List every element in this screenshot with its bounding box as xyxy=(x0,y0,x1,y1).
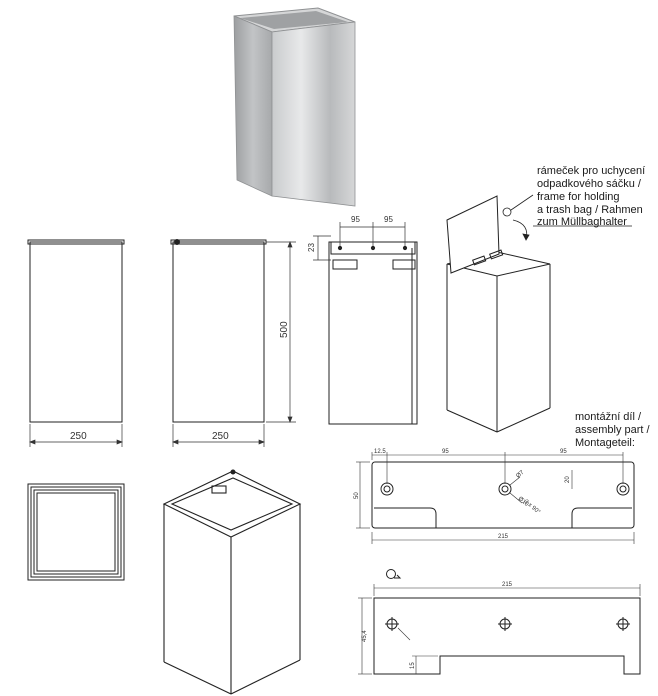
section-view xyxy=(328,241,418,425)
part-hole-left-label: 95 xyxy=(442,449,449,455)
assembly-part-elevation xyxy=(371,461,635,529)
side-view xyxy=(170,239,267,423)
frame-note-line-1: rámeček pro uchycení xyxy=(537,165,645,177)
part-hole-d1-label: Ø7 xyxy=(515,469,525,479)
part-hole-right-label: 95 xyxy=(560,449,567,455)
top-offset-label: 23 xyxy=(307,243,316,252)
assembly-part-flat-dimensions xyxy=(358,584,641,675)
part-note-line-2: assembly part / xyxy=(575,424,651,436)
part-bottom-small-label: 15 xyxy=(410,662,416,669)
assembly-part-dimensions xyxy=(356,452,635,544)
part-total-label: 215 xyxy=(498,534,509,540)
part-note-line-1: montážní díl / xyxy=(575,411,642,423)
side-width-label: 250 xyxy=(212,431,229,442)
spacing-right-label: 95 xyxy=(384,215,393,224)
side-width-dimension xyxy=(172,424,265,447)
open-bin-view xyxy=(446,195,551,433)
part-bottom-total-label: 215 xyxy=(502,582,513,588)
height-dimension xyxy=(266,241,296,423)
frame-note-line-4: a trash bag / Rahmen xyxy=(537,204,643,216)
frame-note-line-2: odpadkového sáčku / xyxy=(537,178,642,190)
assembly-part-flat xyxy=(373,597,641,675)
front-width-label: 250 xyxy=(70,431,87,442)
frame-note-line-3: frame for holding xyxy=(537,191,620,203)
top-view xyxy=(27,483,125,581)
frame-note-line-5: zum Müllbaghalter xyxy=(537,216,627,228)
part-edge-label: 12.5 xyxy=(374,449,386,455)
section-dimensions xyxy=(313,222,406,261)
part-height-label: 50 xyxy=(354,492,360,499)
height-label: 500 xyxy=(279,321,290,338)
part-note-line-3: Montageteil: xyxy=(575,437,635,449)
front-width-dimension xyxy=(29,424,123,447)
rotation-arrow-icon xyxy=(386,569,402,579)
part-bottom-height-label: 45,4 xyxy=(362,630,368,642)
spacing-left-label: 95 xyxy=(351,215,360,224)
isometric-bin xyxy=(162,469,302,695)
product-photo xyxy=(233,7,356,207)
front-view xyxy=(27,239,125,423)
frame-callout xyxy=(502,194,632,241)
part-mid-label: 20 xyxy=(565,476,571,483)
